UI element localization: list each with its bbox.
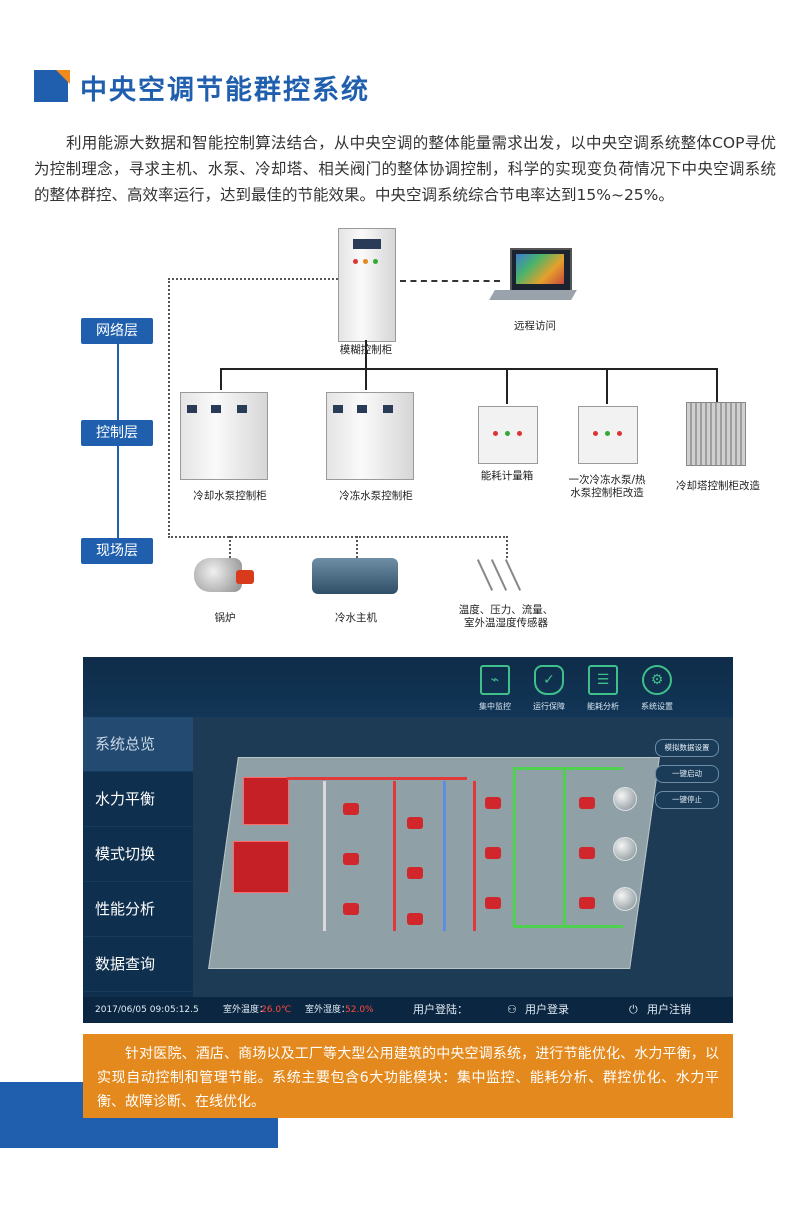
- cooling-pump-cabinet-label: 冷却水泵控制柜: [193, 490, 267, 502]
- layer-control-label: 控制层: [81, 420, 153, 446]
- sidebar-item-data-query[interactable]: 数据查询: [83, 937, 193, 992]
- sensor-image: [476, 559, 494, 591]
- summary-text: 针对医院、酒店、商场以及工厂等大型公用建筑的中央空调系统，进行节能优化、水力平衡…: [97, 1046, 719, 1110]
- nav-operation-guarantee[interactable]: ✓ 运行保障: [519, 665, 579, 712]
- layer-network-label: 网络层: [81, 318, 153, 344]
- one-click-start-button[interactable]: 一键启动: [655, 765, 719, 783]
- intro-paragraph: 利用能源大数据和智能控制算法结合，从中央空调的整体能量需求出发，以中央空调系统整…: [34, 134, 776, 204]
- chilled-pump-cabinet-image: [326, 392, 414, 480]
- ui-top-bar: ⌁ 集中监控 ✓ 运行保障 ☰ 能耗分析 ⚙ 系统设置: [83, 657, 733, 717]
- page-title: 中央空调节能群控系统: [80, 75, 370, 106]
- sidebar-item-mode-switch[interactable]: 模式切换: [83, 827, 193, 882]
- pump-icon: [343, 803, 359, 815]
- remote-access-label: 远程访问: [514, 320, 556, 332]
- user-icon: ⚇: [507, 1003, 517, 1016]
- cooling-tower-image: [686, 402, 746, 466]
- title-accent-block: [34, 70, 70, 102]
- monitor-icon: ⌁: [480, 665, 510, 695]
- boiler-image: [194, 558, 242, 592]
- status-datetime: 2017/06/05 09:05:12.5: [95, 1005, 199, 1015]
- outdoor-temp-label: 室外温度：: [223, 1005, 269, 1015]
- login-button[interactable]: 用户登录: [525, 1003, 569, 1016]
- sim-data-settings-button[interactable]: 模拟数据设置: [655, 739, 719, 757]
- primary-pump-cabinet-label-1: 一次冷冻水泵/热: [568, 474, 646, 486]
- sensor-label-1: 温度、压力、流量、: [458, 604, 554, 616]
- laptop-image: [510, 248, 572, 292]
- sensor-label-2: 室外温湿度传感器: [464, 617, 548, 629]
- chiller-label: 冷水主机: [335, 612, 377, 624]
- energy-meter-box-label: 能耗计量箱: [480, 470, 534, 482]
- energy-meter-box-image: [478, 406, 538, 464]
- cooling-pump-cabinet-image: [180, 392, 268, 480]
- logout-button[interactable]: 用户注销: [647, 1003, 691, 1016]
- nav-system-settings[interactable]: ⚙ 系统设置: [627, 665, 687, 712]
- fuzzy-control-cabinet-image: [338, 228, 396, 342]
- outdoor-humidity-value: 52.0%: [345, 1005, 374, 1015]
- one-click-stop-button[interactable]: 一键停止: [655, 791, 719, 809]
- chiller-image: [312, 558, 398, 594]
- nav-energy-analysis[interactable]: ☰ 能耗分析: [573, 665, 633, 712]
- sidebar-item-overview[interactable]: 系统总览: [83, 717, 193, 772]
- system-overview-view: 模拟数据设置 一键启动 一键停止: [193, 717, 733, 997]
- ui-status-bar: 2017/06/05 09:05:12.5 室外温度： 26.0℃ 室外湿度： …: [83, 997, 733, 1023]
- analysis-icon: ☰: [588, 665, 618, 695]
- architecture-diagram: 网络层 控制层 现场层 模糊控制柜 远程访问 冷却水泵控制柜 冷冻水泵控制柜 能…: [0, 220, 800, 640]
- cooling-tower-icon: [613, 787, 637, 811]
- primary-pump-cabinet-label-2: 水泵控制柜改造: [570, 487, 644, 499]
- summary-box: 针对医院、酒店、商场以及工厂等大型公用建筑的中央空调系统，进行节能优化、水力平衡…: [83, 1034, 733, 1118]
- gear-icon: ⚙: [642, 665, 672, 695]
- control-software-panel: ⌁ 集中监控 ✓ 运行保障 ☰ 能耗分析 ⚙ 系统设置 系统总览 水力平衡 模式…: [83, 657, 733, 1023]
- outdoor-humidity-label: 室外湿度：: [305, 1005, 351, 1015]
- power-icon: ⏻: [629, 1003, 638, 1016]
- user-login-label: 用户登陆：: [413, 1003, 468, 1016]
- boiler-tank-1: [243, 777, 289, 825]
- layer-field-label: 现场层: [81, 538, 153, 564]
- boiler-label: 锅炉: [214, 612, 236, 624]
- nav-centralized-monitoring[interactable]: ⌁ 集中监控: [465, 665, 525, 712]
- chilled-pump-cabinet-label: 冷冻水泵控制柜: [339, 490, 413, 502]
- ui-sidebar: 系统总览 水力平衡 模式切换 性能分析 数据查询: [83, 717, 193, 997]
- cooling-tower-cabinet-label: 冷却塔控制柜改造: [676, 480, 760, 492]
- primary-pump-cabinet-image: [578, 406, 638, 464]
- boiler-tank-2: [233, 841, 289, 893]
- sidebar-item-hydraulic-balance[interactable]: 水力平衡: [83, 772, 193, 827]
- sidebar-item-performance[interactable]: 性能分析: [83, 882, 193, 937]
- shield-icon: ✓: [534, 665, 564, 695]
- outdoor-temp-value: 26.0℃: [261, 1005, 292, 1015]
